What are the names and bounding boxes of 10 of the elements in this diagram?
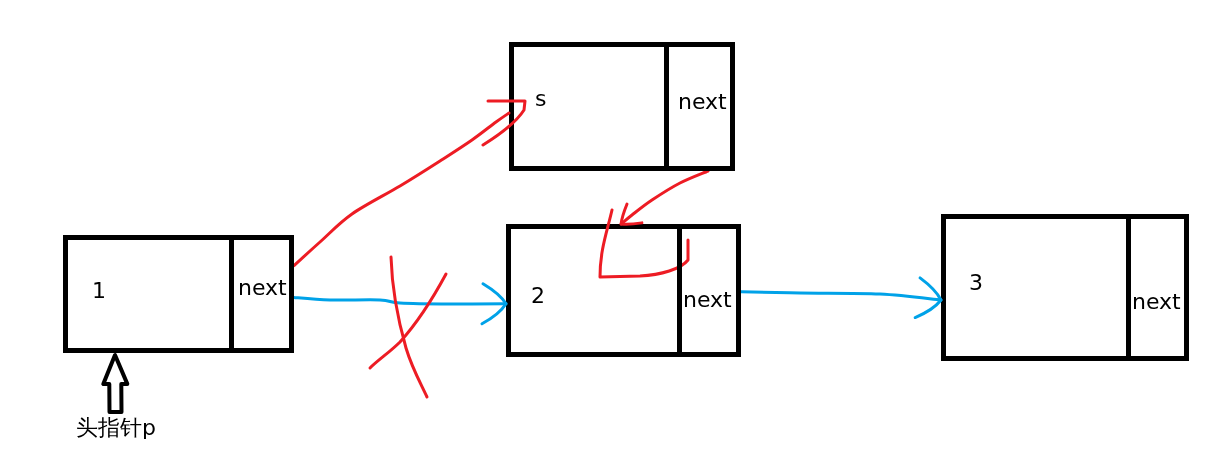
list-node-box [63, 235, 294, 353]
list-node-box [506, 224, 741, 357]
list-node-box [509, 42, 735, 171]
list-node-box [941, 214, 1189, 361]
node-value: s [535, 86, 547, 112]
node-value: 1 [92, 278, 106, 304]
node-value: 2 [531, 283, 545, 309]
node-value: 3 [969, 270, 983, 296]
pointer-label: 头指针p [76, 414, 156, 442]
hollow-arrow [101, 353, 130, 415]
